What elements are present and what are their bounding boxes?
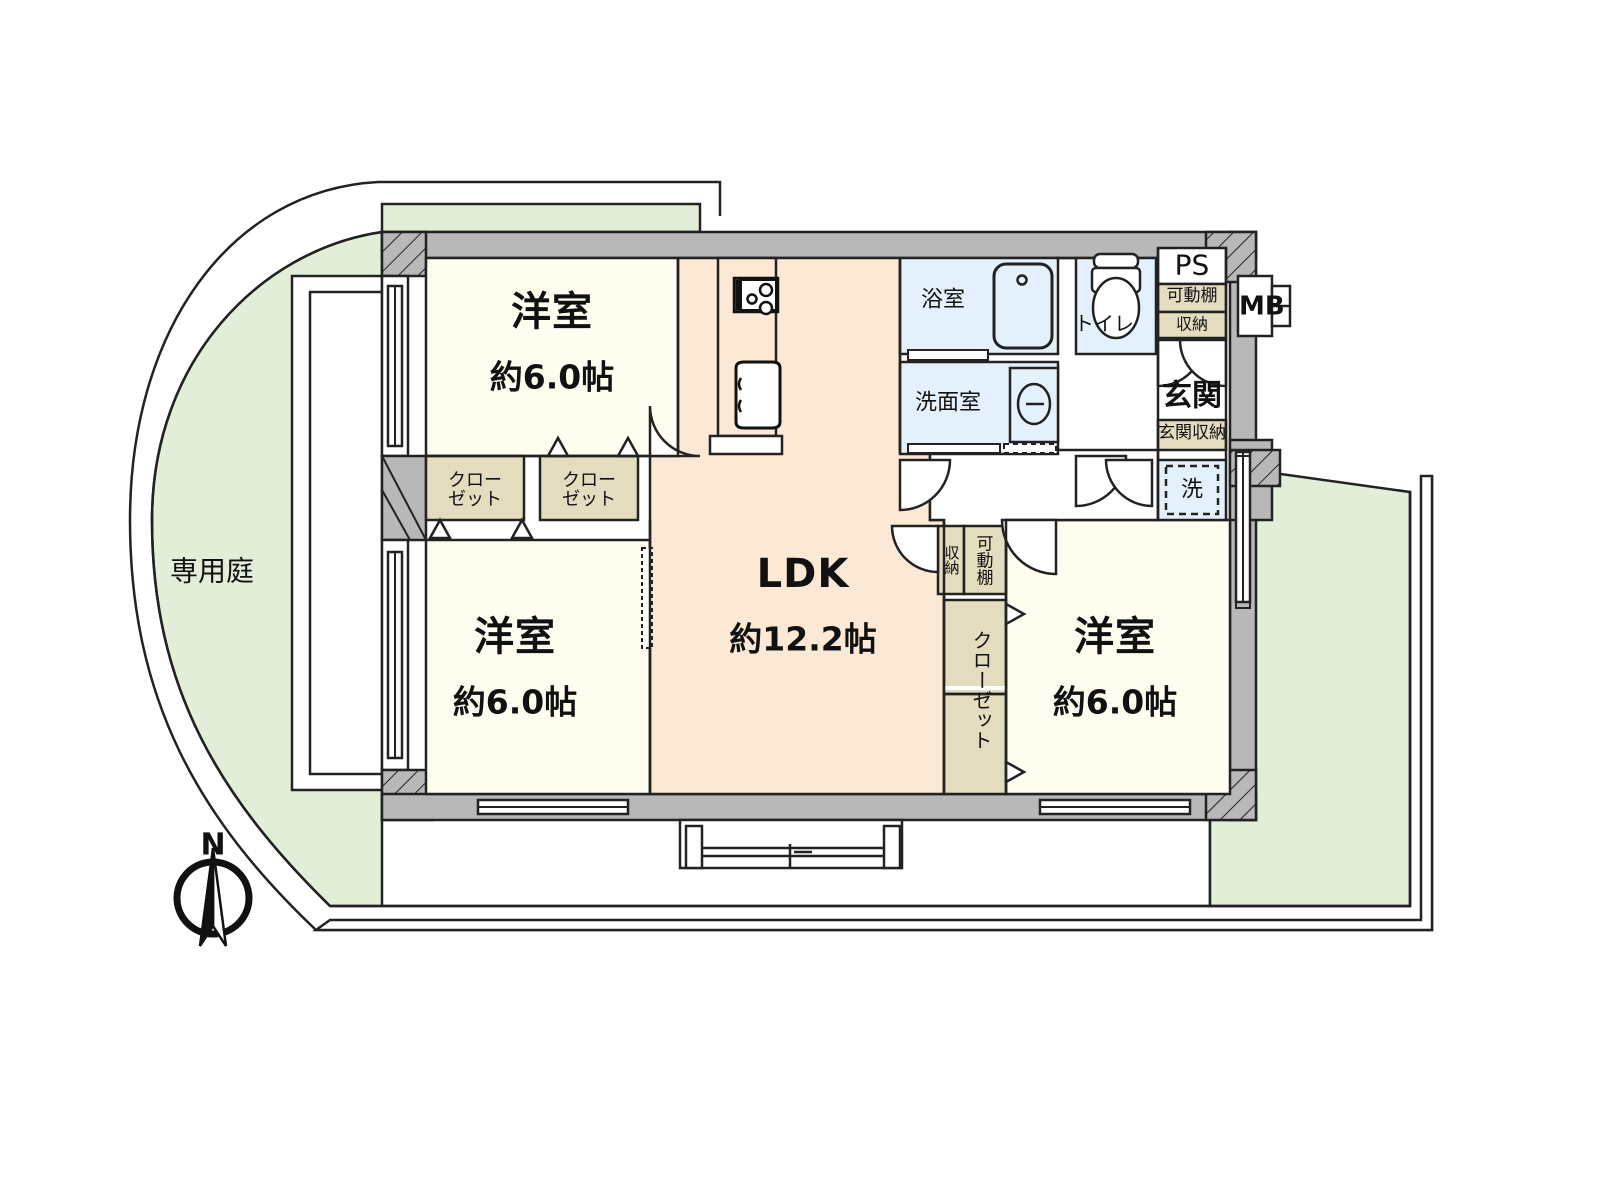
meter-box <box>1236 274 1274 338</box>
windows <box>386 284 1252 870</box>
movable-shelf-ldk <box>962 524 1008 596</box>
room-label-bedroom-north: 洋室 <box>511 289 593 335</box>
room-size-bedroom-north: 約6.0帖 <box>489 357 615 397</box>
washer-space <box>1156 458 1228 522</box>
label-private-garden: 専用庭 <box>169 554 255 588</box>
label-movable-shelf-entry: 可動棚 <box>1166 286 1218 307</box>
room-label-bathroom: 浴室 <box>920 287 966 313</box>
label-meter-box: MB <box>1239 291 1285 322</box>
storage-ldk <box>936 524 966 596</box>
room-bedroom-west <box>424 538 652 796</box>
label-entrance: 玄関 <box>1162 378 1222 414</box>
label-closet-north-a: クローゼット <box>448 470 502 510</box>
label-pipe-shaft: PS <box>1174 248 1210 282</box>
storage-entry <box>1156 310 1228 340</box>
label-storage-entry: 収納 <box>1175 314 1209 334</box>
label-storage-ldk: 収納 <box>942 545 961 575</box>
closet-east <box>942 598 1008 796</box>
room-label-bedroom-east: 洋室 <box>1074 614 1156 660</box>
sanitary-rooms <box>898 252 1228 522</box>
compass-north-label: N <box>200 827 226 863</box>
room-size-bedroom-west: 約6.0帖 <box>452 682 578 722</box>
closet-north-b <box>538 454 640 522</box>
compass-rose <box>173 847 253 947</box>
doors <box>648 338 1228 576</box>
room-size-bedroom-east: 約6.0帖 <box>1052 682 1178 722</box>
bathtub-icon <box>992 262 1054 350</box>
label-washer-space: 洗 <box>1180 477 1204 503</box>
room-label-washroom: 洗面室 <box>914 390 982 416</box>
partitions <box>426 248 1228 794</box>
label-entrance-storage: 玄関収納 <box>1158 423 1226 444</box>
room-size-ldk: 約12.2帖 <box>729 619 877 659</box>
toilet-icon <box>1090 252 1142 340</box>
label-movable-shelf-ldk: 可動棚 <box>972 534 993 586</box>
label-closet-east: クローゼット <box>969 630 993 750</box>
room-label-ldk: LDK <box>756 551 850 597</box>
kitchen-fixtures <box>732 276 782 430</box>
storage-areas <box>424 246 1292 796</box>
label-closet-north-b: クローゼット <box>562 470 616 510</box>
sink-icon <box>734 360 782 430</box>
room-label-toilet: トイレ <box>1074 311 1134 336</box>
room-label-bedroom-west: 洋室 <box>474 614 556 660</box>
